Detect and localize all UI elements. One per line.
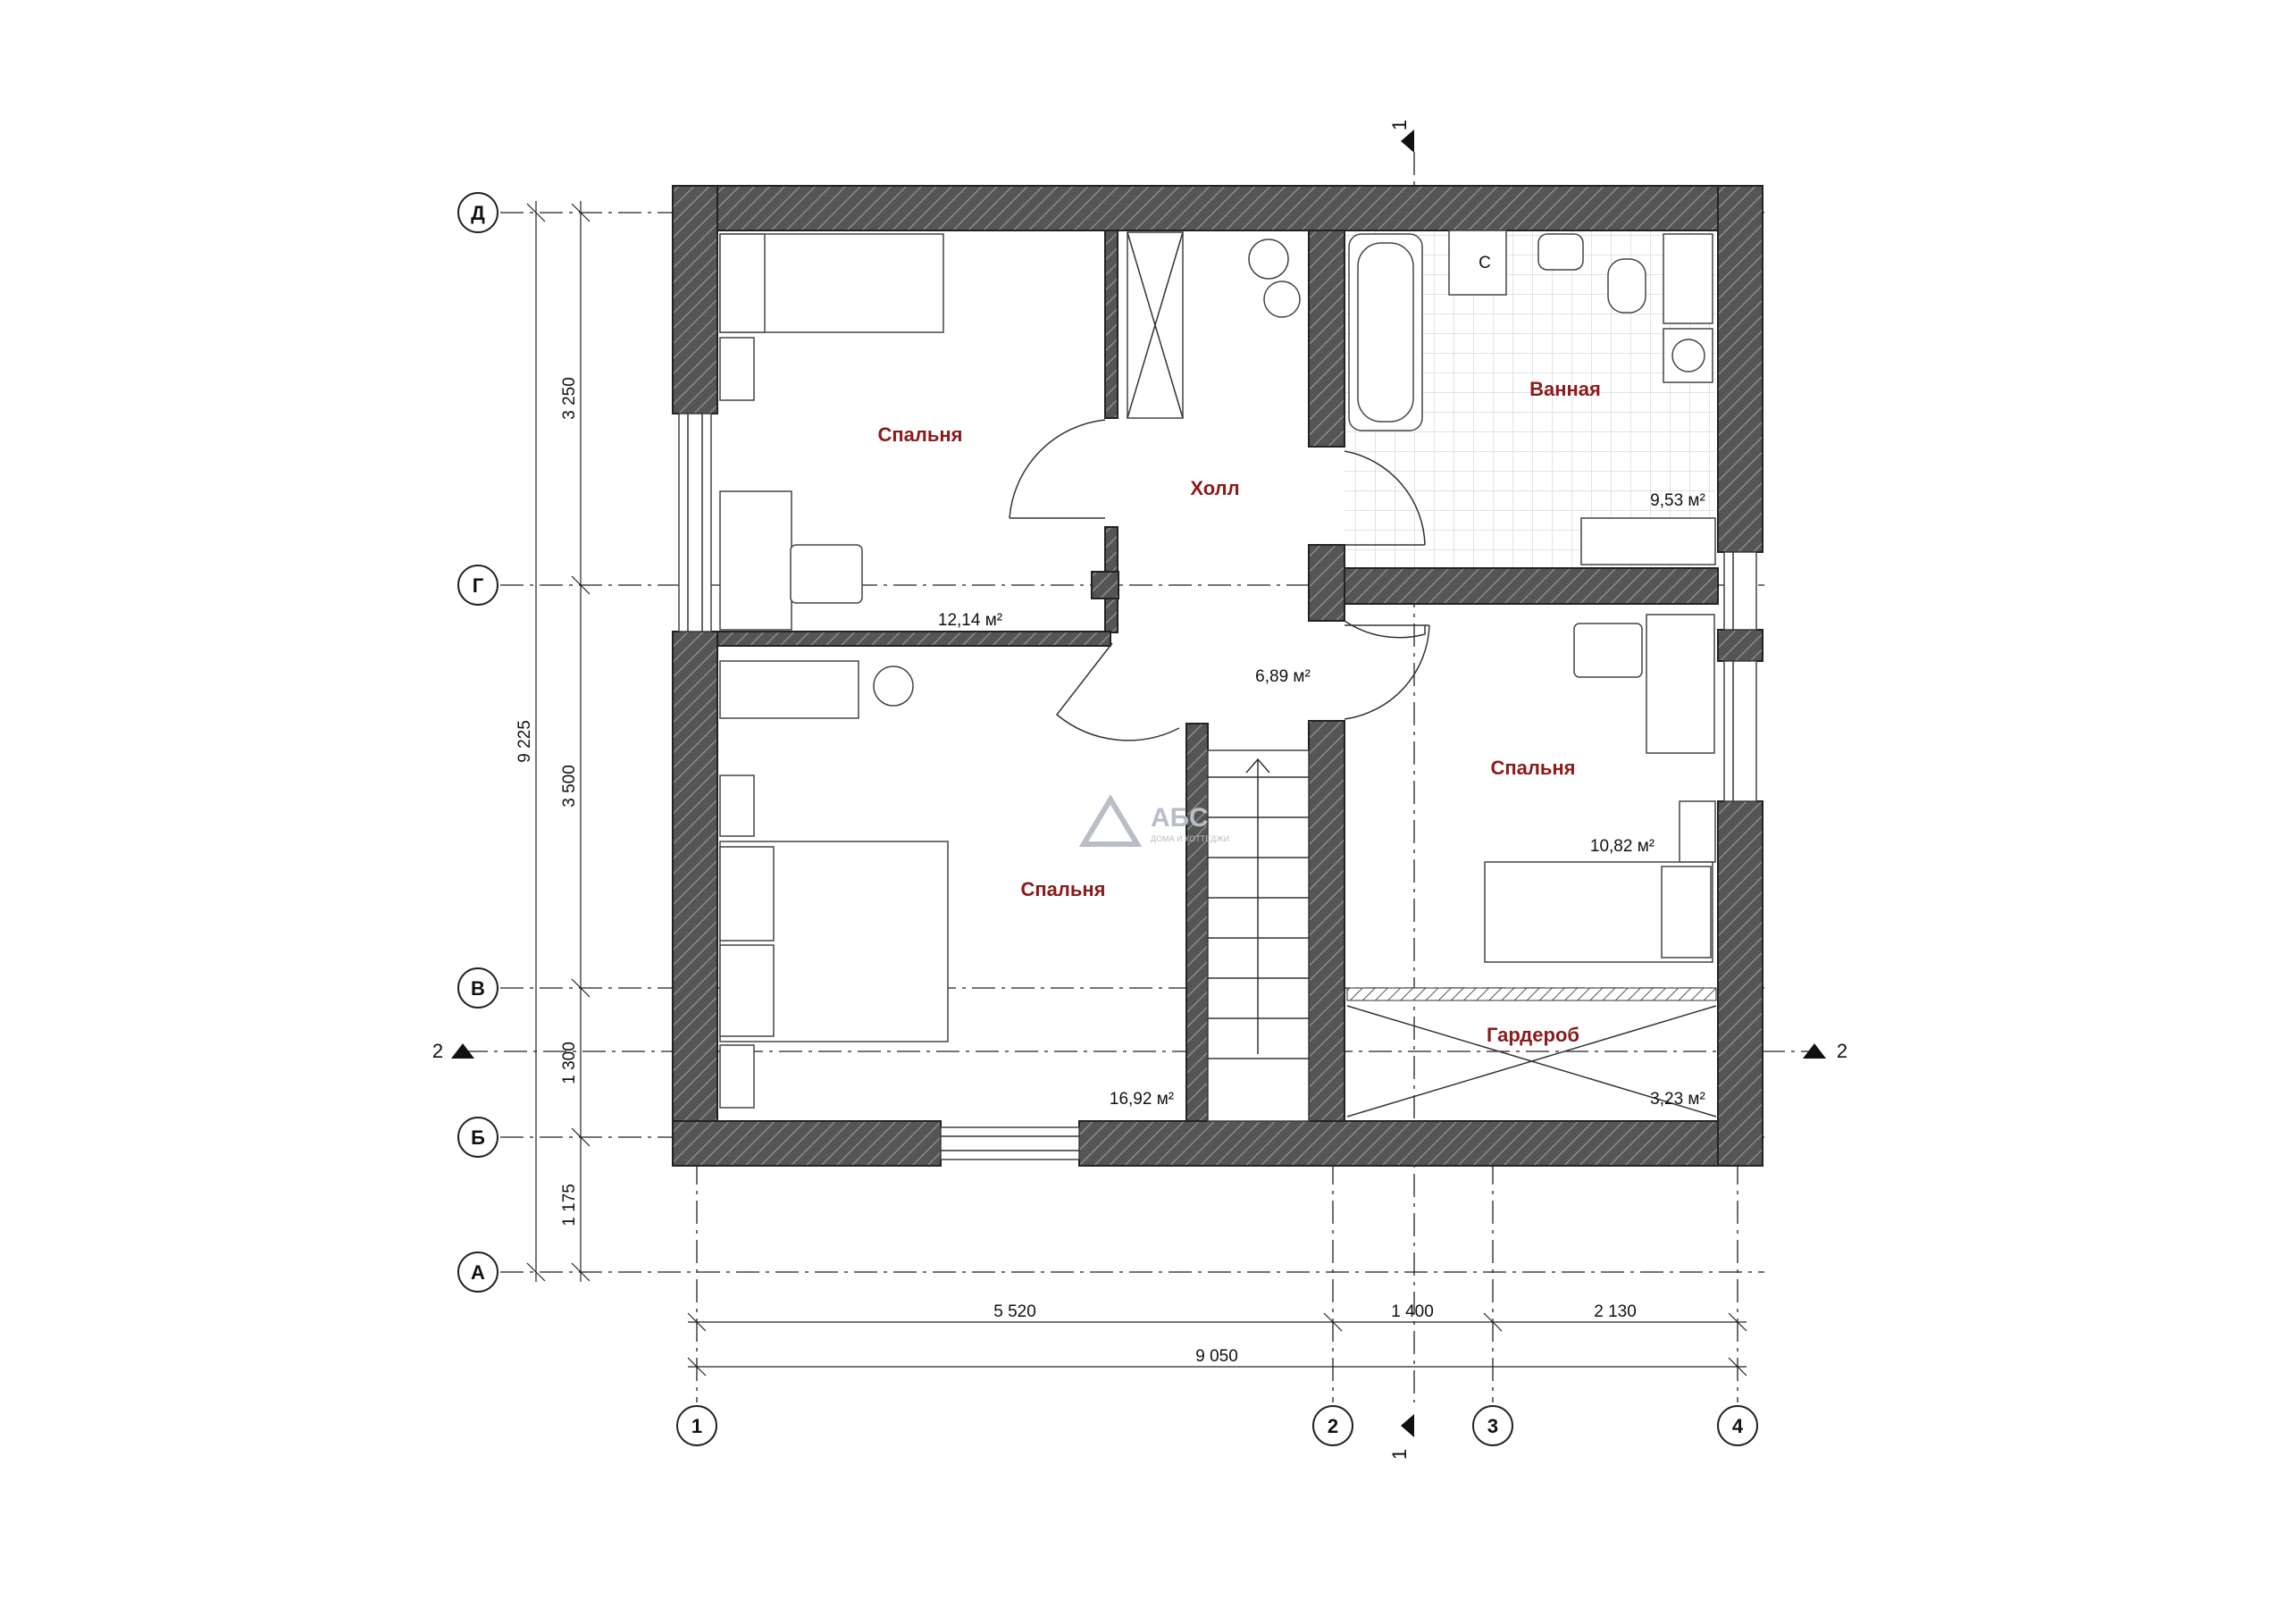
svg-text:Г: Г xyxy=(473,574,484,597)
svg-text:А: А xyxy=(471,1261,485,1284)
room-name-bathroom: Ванная xyxy=(1529,378,1601,400)
axis-row-g: Г xyxy=(457,565,498,606)
dim-1175: 1 175 xyxy=(560,1184,579,1226)
room-area-bathroom: 9,53 м² xyxy=(1650,491,1705,510)
room-name-bedroom-3: Спальня xyxy=(1490,757,1575,779)
room-area-bedroom-2: 16,92 м² xyxy=(1110,1090,1174,1109)
room-name-bedroom-1: Спальня xyxy=(877,423,962,446)
svg-text:Б: Б xyxy=(471,1126,485,1149)
section-2-right-arrow xyxy=(1803,1043,1826,1059)
dim-9225: 9 225 xyxy=(515,720,534,763)
dim-9050: 9 050 xyxy=(1195,1347,1238,1366)
axis-bubbles: Д Г В Б А 1 2 3 4 xyxy=(457,192,1758,1446)
section-2-left-arrow xyxy=(451,1043,474,1059)
dim-2130: 2 130 xyxy=(1594,1302,1637,1321)
horizontal-dimensions: 5 520 1 400 2 130 9 050 xyxy=(687,1302,1747,1377)
room-name-wardrobe: Гардероб xyxy=(1487,1024,1579,1046)
room-area-wardrobe: 3,23 м² xyxy=(1650,1090,1705,1109)
room-area-bedroom-1: 12,14 м² xyxy=(938,611,1002,630)
dim-1300: 1 300 xyxy=(560,1042,579,1084)
section-2-right-label: 2 xyxy=(1837,1040,1847,1062)
section-1-top-arrow xyxy=(1401,130,1414,153)
svg-text:2: 2 xyxy=(1328,1415,1338,1437)
furniture xyxy=(719,230,1717,1122)
doors xyxy=(1009,419,1430,741)
vertical-dimensions: 9 225 3 250 3 500 1 300 1 175 xyxy=(515,201,591,1282)
section-2-left-label: 2 xyxy=(432,1040,443,1062)
axis-col-4: 4 xyxy=(1717,1405,1758,1446)
dim-1400: 1 400 xyxy=(1391,1302,1434,1321)
room-name-hall: Холл xyxy=(1190,477,1239,499)
dim-5520: 5 520 xyxy=(993,1302,1036,1321)
svg-text:4: 4 xyxy=(1732,1415,1744,1437)
axis-row-a: А xyxy=(457,1251,498,1293)
axis-row-d: Д xyxy=(457,192,498,233)
logo-subtitle: ДОМА И КОТТЕДЖИ xyxy=(1151,834,1229,843)
axis-col-2: 2 xyxy=(1312,1405,1353,1446)
room-labels: Спальня 12,14 м² Холл 6,89 м² Ванная 9,5… xyxy=(877,254,1705,1109)
dim-3500: 3 500 xyxy=(560,765,579,808)
room-area-hall: 6,89 м² xyxy=(1255,667,1311,686)
axis-row-b: Б xyxy=(457,1117,498,1158)
room-name-bedroom-2: Спальня xyxy=(1020,878,1105,900)
axis-row-v: В xyxy=(457,967,498,1009)
axis-col-3: 3 xyxy=(1472,1405,1513,1446)
section-1-bottom-label: 1 xyxy=(1388,1449,1411,1460)
closet-shelf xyxy=(1346,987,1717,1001)
section-1-top-label: 1 xyxy=(1388,120,1411,130)
axis-col-1: 1 xyxy=(676,1405,717,1446)
svg-text:В: В xyxy=(471,977,485,1000)
fixture-label: С xyxy=(1479,254,1491,272)
svg-text:3: 3 xyxy=(1487,1415,1498,1437)
walls xyxy=(672,185,1763,1167)
room-area-bedroom-3: 10,82 м² xyxy=(1590,837,1655,856)
dim-3250: 3 250 xyxy=(560,377,579,420)
svg-text:Д: Д xyxy=(471,202,485,224)
svg-text:1: 1 xyxy=(691,1415,702,1437)
logo: АБС ДОМА И КОТТЕДЖИ xyxy=(1078,794,1229,847)
logo-title: АБС xyxy=(1151,803,1209,833)
windows xyxy=(678,413,1757,1160)
section-marks: 1 1 2 2 xyxy=(432,120,1847,1460)
section-1-bottom-arrow xyxy=(1401,1414,1414,1437)
